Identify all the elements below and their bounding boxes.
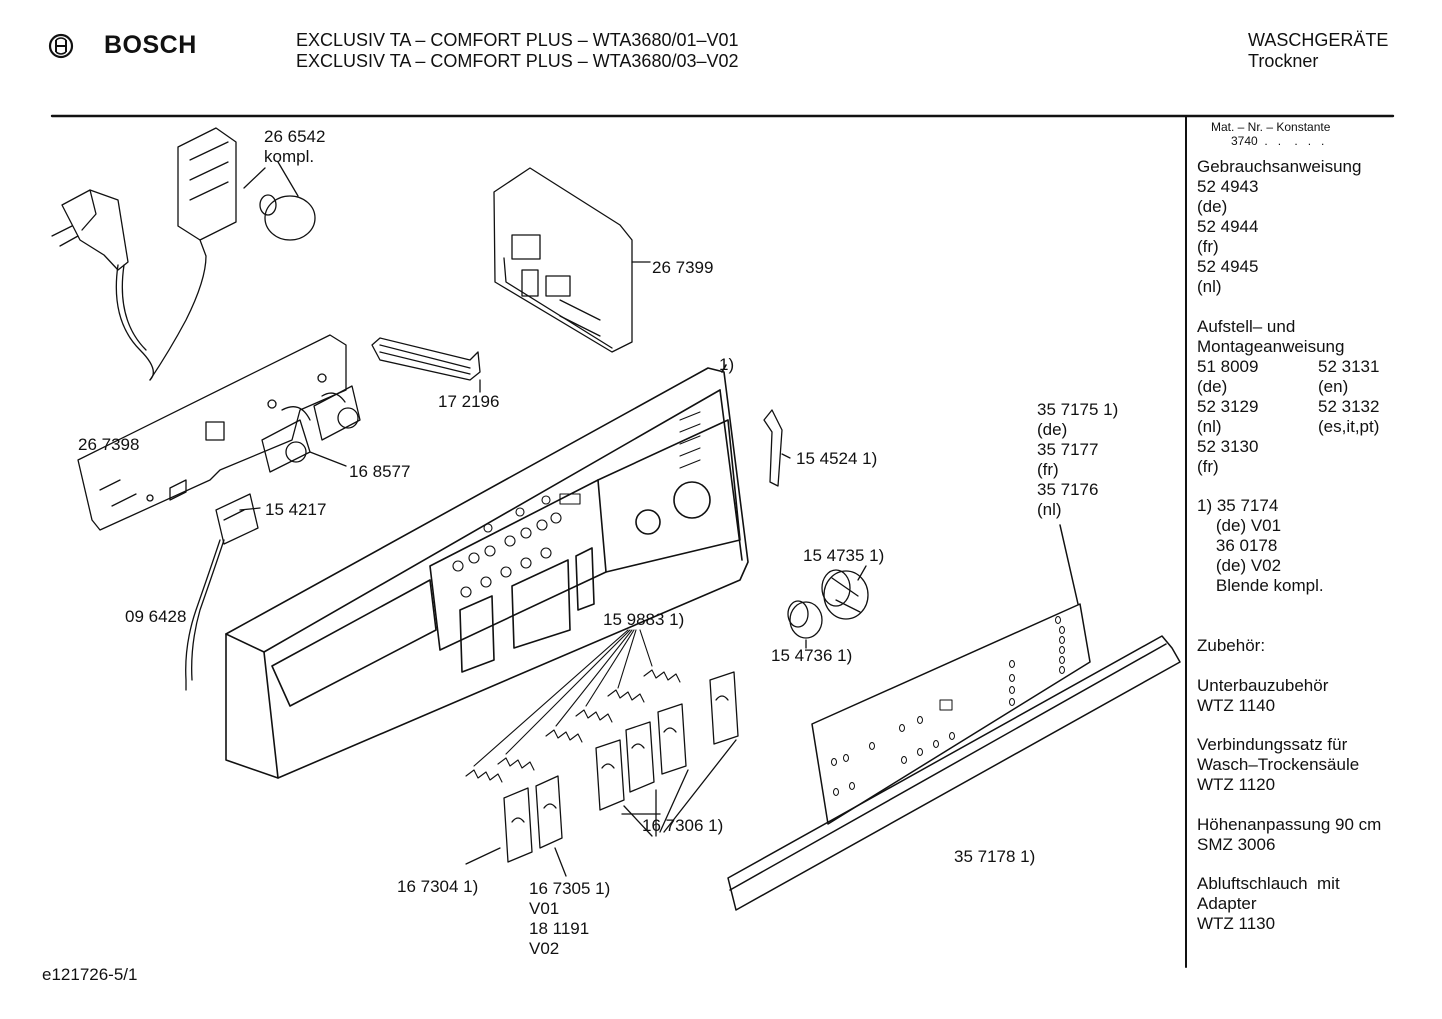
part-label-154524: 15 4524 1) [796, 449, 878, 468]
category-subtitle: Trockner [1248, 51, 1319, 71]
part-label-357178: 35 7178 1) [954, 847, 1036, 866]
switch-knob-drawing [262, 386, 360, 472]
display-cover-drawing [812, 525, 1090, 824]
abluftschlauch: Abluftschlauch mit Adapter WTZ 1130 [1197, 874, 1340, 933]
part-label-267398: 26 7398 [78, 435, 140, 454]
part-label-266542: 26 6542 kompl. [264, 127, 326, 166]
rotary-knobs-drawing [788, 566, 868, 648]
filter-block-drawing [150, 128, 315, 380]
gebrauchsanweisung: Gebrauchsanweisung 52 4943 (de) 52 4944 … [1197, 157, 1362, 296]
power-plug-drawing [52, 190, 153, 380]
front-strip-drawing [728, 636, 1180, 910]
aufstell-numbers-col2: 52 3131 (en) 52 3132 (es,it,pt) [1318, 357, 1380, 436]
ribbon-cable-drawing [372, 338, 480, 392]
hoehenanpassung: Höhenanpassung 90 cm SMZ 3006 [1197, 815, 1382, 854]
mat-nr-konstante: Mat. – Nr. – Konstante 3740 . . . . . [1211, 120, 1331, 148]
control-board-drawing [78, 335, 346, 530]
category-title: WASCHGERÄTE [1248, 30, 1389, 50]
unterbauzubehoer: Unterbauzubehör WTZ 1140 [1197, 676, 1329, 715]
footnote-blende: 1) 35 7174 (de) V01 36 0178 (de) V02 Ble… [1197, 496, 1324, 595]
brand-name: BOSCH [104, 31, 197, 59]
model-line-1: EXCLUSIV TA – COMFORT PLUS – WTA3680/01–… [296, 30, 739, 50]
part-label-154735: 15 4735 1) [803, 546, 885, 565]
control-panel-drawing [226, 365, 748, 778]
part-label-panel-note: 1) [719, 355, 735, 374]
part-label-167304: 16 7304 1) [397, 877, 479, 896]
model-line-2: EXCLUSIV TA – COMFORT PLUS – WTA3680/03–… [296, 51, 739, 71]
connector-drawing [186, 494, 260, 690]
part-label-159883: 15 9883 1) [603, 610, 685, 629]
aufstell-numbers-col1: 51 8009 (de) 52 3129 (nl) 52 3130 (fr) [1197, 357, 1259, 476]
part-label-167305: 16 7305 1) V01 18 1191 V02 [529, 879, 611, 958]
electronic-module-drawing [494, 168, 650, 352]
bosch-logo-icon [48, 33, 74, 59]
drawing-id: e121726-5/1 [42, 965, 138, 984]
part-label-357175: 35 7175 1) (de) 35 7177 (fr) 35 7176 (nl… [1037, 400, 1119, 519]
springs-drawing [466, 630, 680, 782]
part-label-167306: 16 7306 1) [642, 816, 724, 835]
part-label-096428: 09 6428 [125, 607, 187, 626]
aufstell-title: Aufstell– und Montageanweisung [1197, 317, 1345, 356]
part-label-267399: 26 7399 [652, 258, 714, 277]
part-label-172196: 17 2196 [438, 392, 500, 411]
part-label-154736: 15 4736 1) [771, 646, 853, 665]
part-label-168577: 16 8577 [349, 462, 411, 481]
push-buttons-drawing [466, 672, 738, 876]
part-label-154217: 15 4217 [265, 500, 327, 519]
verbindungssatz: Verbindungssatz für Wasch–Trockensäule W… [1197, 735, 1360, 794]
clip-drawing [764, 410, 790, 486]
zubehoer-heading: Zubehör: [1197, 636, 1266, 655]
